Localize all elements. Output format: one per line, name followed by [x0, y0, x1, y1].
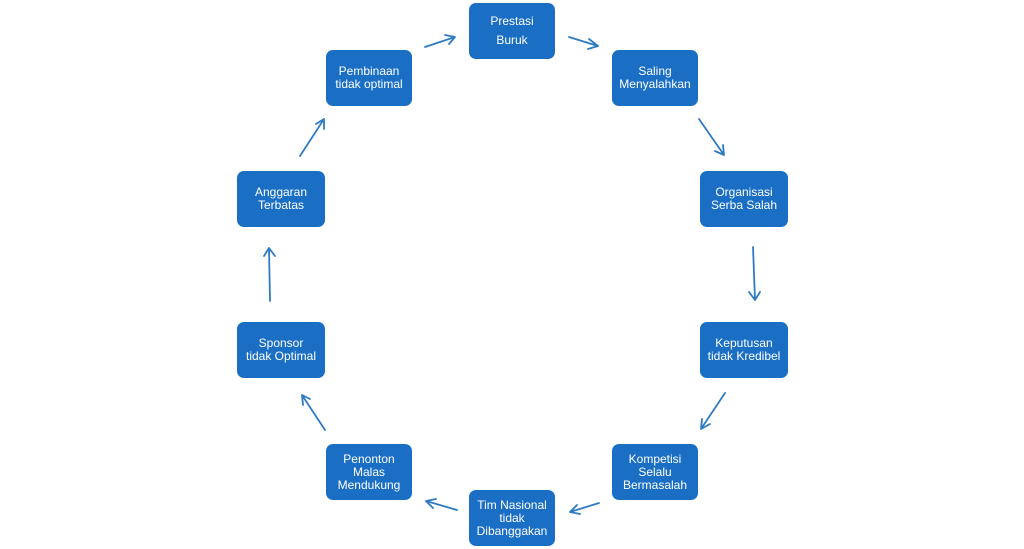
arrow-kompetisi-to-timnas [569, 502, 600, 515]
arrow-sponsor-to-anggaran [263, 247, 276, 302]
arrow-organisasi-to-keputusan [748, 246, 761, 301]
node-line: tidak Optimal [245, 349, 317, 363]
node-line: Penonton [343, 451, 395, 466]
node-sponsor-tidak-optimal: Sponsor tidak Optimal [237, 322, 325, 378]
arrow-keputusan-to-kompetisi [700, 392, 726, 430]
node-kompetisi-selalu-bermasalah: Kompetisi Selalu Bermasalah [612, 444, 698, 500]
node-tim-nasional-tidak-dibanggakan: Tim Nasional tidak Dibanggakan [469, 490, 555, 546]
node-line: Tim Nasional [477, 497, 547, 512]
node-line: tidak optimal [335, 77, 403, 91]
node-line: Keputusan [715, 336, 773, 350]
arrow-timnas-to-penonton [425, 498, 458, 511]
node-line: Bermasalah [622, 477, 688, 492]
node-line: Malas [352, 464, 385, 479]
node-line: Sponsor [258, 336, 304, 350]
arrow-saling-to-organisasi [698, 118, 725, 156]
node-line: Prestasi [490, 14, 534, 28]
node-line: tidak Kredibel [707, 349, 781, 363]
node-line: Pembinaan [338, 64, 400, 78]
node-keputusan-tidak-kredibel: Keputusan tidak Kredibel [700, 322, 788, 378]
arrow-prestasi-to-saling [568, 36, 599, 50]
node-anggaran-terbatas: Anggaran Terbatas [237, 171, 325, 227]
node-line: Anggaran [254, 185, 308, 199]
node-line: Serba Salah [710, 198, 778, 212]
node-line: Mendukung [337, 477, 401, 492]
node-line: Buruk [496, 33, 528, 47]
arrow-anggaran-to-pembinaan [299, 118, 325, 157]
node-line: Organisasi [715, 185, 773, 199]
node-prestasi-buruk: Prestasi Buruk [469, 3, 555, 59]
node-pembinaan-tidak-optimal: Pembinaan tidak optimal [326, 50, 412, 106]
node-line: Menyalahkan [619, 77, 691, 91]
node-saling-menyalahkan: Saling Menyalahkan [612, 50, 698, 106]
arrow-pembinaan-to-prestasi [424, 34, 456, 48]
node-line: Dibanggakan [476, 523, 548, 538]
node-line: tidak [499, 510, 525, 525]
arrow-penonton-to-sponsor [301, 394, 326, 431]
node-line: Terbatas [257, 198, 305, 212]
node-line: Kompetisi [628, 451, 682, 466]
node-penonton-malas-mendukung: Penonton Malas Mendukung [326, 444, 412, 500]
node-line: Selalu [638, 464, 672, 479]
node-organisasi-serba-salah: Organisasi Serba Salah [700, 171, 788, 227]
node-line: Saling [638, 64, 672, 78]
